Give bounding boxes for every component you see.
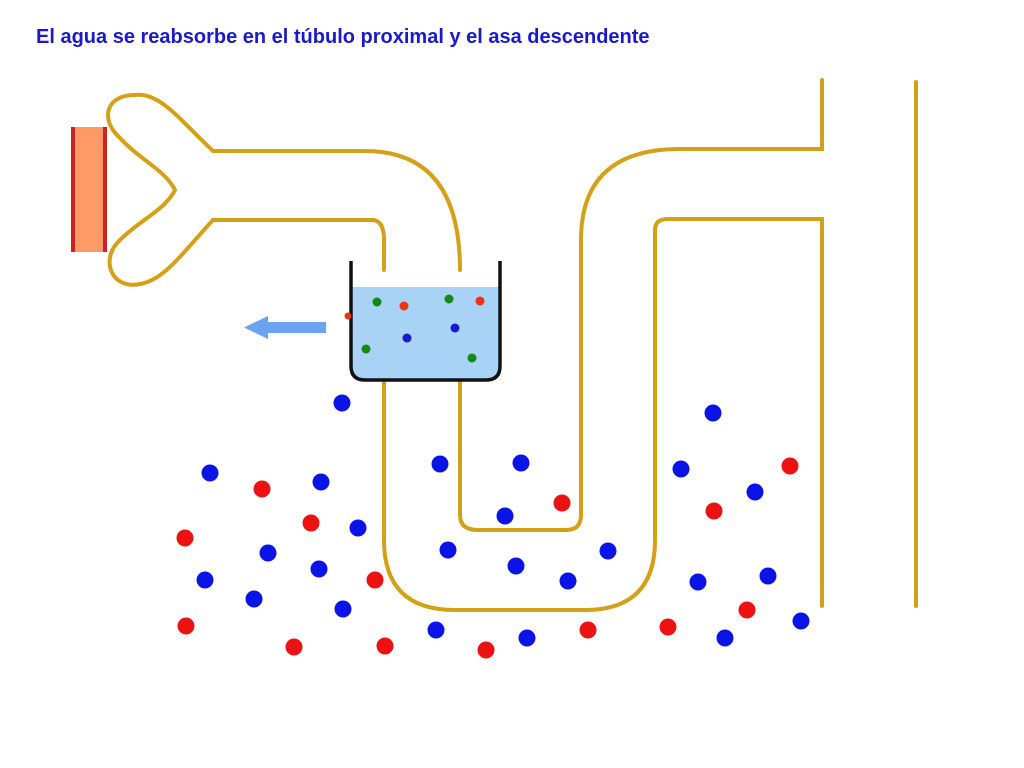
- solute-blue: [689, 573, 707, 591]
- solute-blue: [512, 454, 530, 472]
- beaker-icon: [344, 261, 502, 382]
- solute-red: [738, 601, 756, 619]
- solute-red: [302, 514, 320, 532]
- solute-green: [467, 353, 477, 363]
- solute-blue: [759, 567, 777, 585]
- solute-blue: [450, 323, 460, 333]
- solute-red: [553, 494, 571, 512]
- solute-red: [477, 641, 495, 659]
- solute-blue: [431, 455, 449, 473]
- solute-blue: [259, 544, 277, 562]
- page-title: El agua se reabsorbe en el túbulo proxim…: [36, 26, 650, 48]
- solute-blue: [792, 612, 810, 630]
- solute-red: [781, 457, 799, 475]
- solute-red: [659, 618, 677, 636]
- proximal-tubule-outer-wall: [211, 149, 462, 272]
- solute-green: [444, 294, 454, 304]
- solute-red: [399, 301, 409, 311]
- solute-blue: [196, 571, 214, 589]
- beaker-outline: [349, 261, 502, 382]
- solute-red: [705, 502, 723, 520]
- solute-red: [344, 312, 352, 320]
- solute-blue: [310, 560, 328, 578]
- solute-blue: [746, 483, 764, 501]
- nephron-tubule: [106, 78, 918, 612]
- beaker-water: [351, 287, 500, 380]
- loop-of-henle-inner-wall: [458, 78, 824, 532]
- solute-blue: [349, 519, 367, 537]
- solute-red: [366, 571, 384, 589]
- bowman-capsule-wall: [106, 92, 215, 287]
- solute-red: [253, 480, 271, 498]
- solute-red: [176, 529, 194, 547]
- solute-green: [372, 297, 382, 307]
- solute-blue: [716, 629, 734, 647]
- loop-of-henle-outer-wall: [382, 217, 824, 612]
- solute-blue: [201, 464, 219, 482]
- solute-blue: [312, 473, 330, 491]
- solute-blue: [334, 600, 352, 618]
- beaker-solutes: [344, 294, 485, 363]
- solute-blue: [427, 621, 445, 639]
- arrow-left-icon: [244, 316, 326, 339]
- solute-blue: [496, 507, 514, 525]
- blood-capillary-icon: [71, 127, 107, 252]
- proximal-tubule-inner-wall: [211, 218, 386, 272]
- solute-blue: [439, 541, 457, 559]
- solute-red: [177, 617, 195, 635]
- solute-blue: [672, 460, 690, 478]
- solute-blue: [507, 557, 525, 575]
- solute-blue: [402, 333, 412, 343]
- solute-blue: [599, 542, 617, 560]
- solute-red: [475, 296, 485, 306]
- interstitial-solutes: [176, 394, 810, 659]
- solute-red: [579, 621, 597, 639]
- solute-blue: [559, 572, 577, 590]
- solute-red: [376, 637, 394, 655]
- solute-blue: [245, 590, 263, 608]
- solute-blue: [704, 404, 722, 422]
- solute-green: [361, 344, 371, 354]
- solute-red: [285, 638, 303, 656]
- solute-blue: [333, 394, 351, 412]
- solute-blue: [518, 629, 536, 647]
